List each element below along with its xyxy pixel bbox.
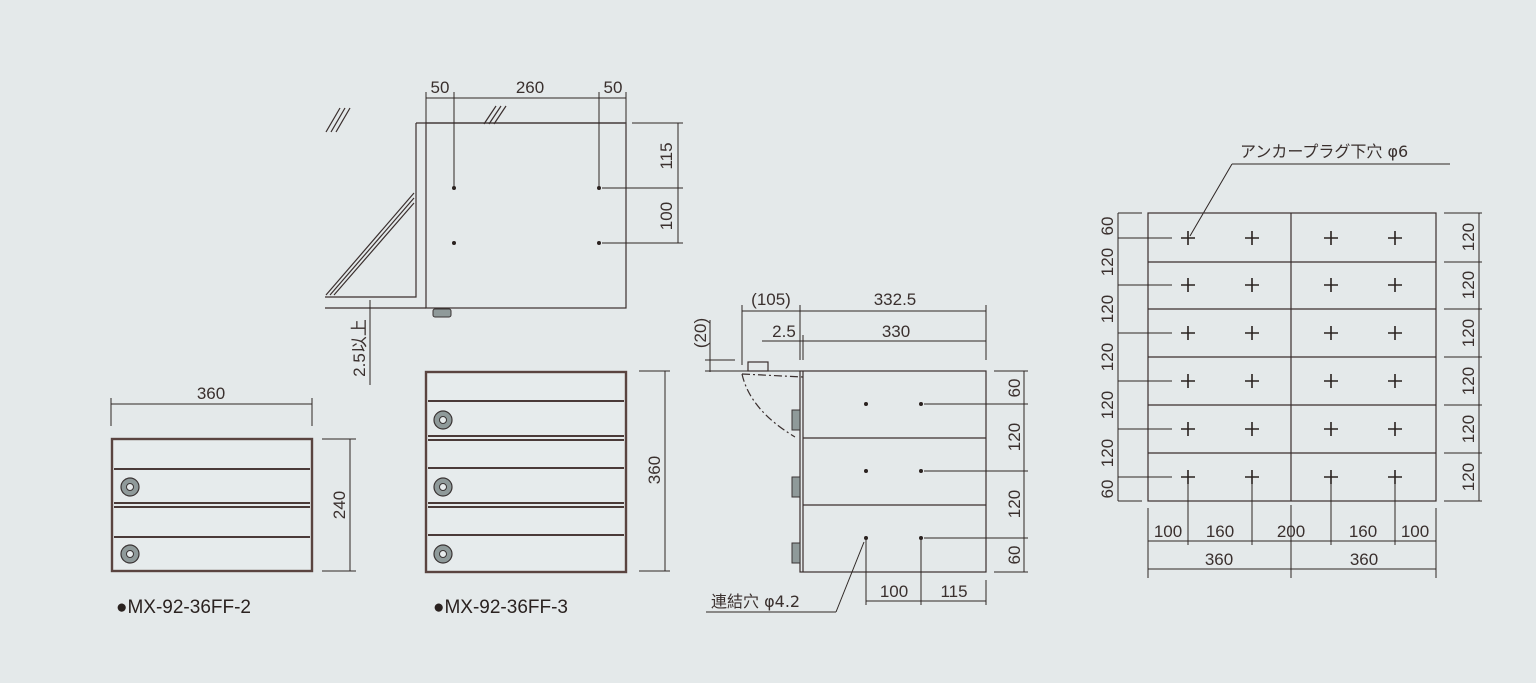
dim-right-60-top: 60 — [1005, 379, 1024, 398]
dim-right-120-a: 120 — [1005, 423, 1024, 451]
model-2-width: 360 — [197, 384, 225, 403]
dim-2-5: 2.5 — [772, 322, 796, 341]
dim-left-1: 120 — [1098, 248, 1117, 276]
model-3-front-view: 360 ●MX-92-36FF-3 — [424, 370, 670, 618]
lock-icon — [120, 544, 140, 564]
dim-bottom-160-left: 160 — [1206, 522, 1234, 541]
dim-right-5: 120 — [1459, 463, 1478, 491]
anchor-holes — [1181, 231, 1402, 484]
dim-right-120-b: 120 — [1005, 490, 1024, 518]
dim-105: (105) — [751, 290, 791, 309]
side-view: (105) 332.5 2.5 330 (20) — [691, 290, 1028, 613]
hinge-icon — [791, 409, 801, 431]
anchor-label: アンカープラグ下穴 φ6 — [1240, 142, 1408, 161]
wall-hatch-icon — [325, 105, 507, 133]
dim-bottom-360-right: 360 — [1350, 550, 1378, 569]
dim-bottom-200: 200 — [1277, 522, 1305, 541]
dim-left-3: 120 — [1098, 343, 1117, 371]
dim-right-3: 120 — [1459, 367, 1478, 395]
lock-icon — [433, 410, 453, 430]
dim-left-0: 60 — [1098, 217, 1117, 236]
model-2-height: 240 — [330, 491, 349, 519]
dim-right-4: 120 — [1459, 415, 1478, 443]
dim-332-5: 332.5 — [874, 290, 917, 309]
model-3-height: 360 — [645, 456, 664, 484]
dim-right-60-bottom: 60 — [1005, 546, 1024, 565]
dim-right-115: 115 — [657, 142, 676, 169]
dim-right-100: 100 — [657, 202, 676, 230]
hinge-icon — [791, 542, 801, 564]
dim-right-2: 120 — [1459, 319, 1478, 347]
anchor-layout-view: アンカープラグ下穴 φ6 60 120 120 — [1098, 142, 1482, 578]
dim-bottom-100: 100 — [880, 582, 908, 601]
connection-hole-label: 連結穴 φ4.2 — [711, 592, 800, 611]
hinge-icon — [791, 476, 801, 498]
model-2-label: ●MX-92-36FF-2 — [116, 597, 251, 618]
dim-20: (20) — [691, 318, 710, 348]
top-view: 50 260 50 115 100 2.5以上 — [325, 78, 683, 385]
dim-top-right: 50 — [604, 78, 623, 97]
dim-330: 330 — [882, 322, 910, 341]
dim-bottom-100-left: 100 — [1154, 522, 1182, 541]
dim-bottom-360-left: 360 — [1205, 550, 1233, 569]
dim-left-5: 120 — [1098, 439, 1117, 467]
dim-right-0: 120 — [1459, 223, 1478, 251]
dim-bottom-100-right: 100 — [1401, 522, 1429, 541]
connection-holes — [864, 402, 923, 540]
hinge-icon — [432, 308, 452, 318]
model-2-front-view: 360 240 ●MX-92-36FF-2 — [110, 384, 356, 618]
dim-bottom-160-right: 160 — [1349, 522, 1377, 541]
mounting-holes — [452, 186, 601, 245]
dim-left-6: 60 — [1098, 480, 1117, 499]
clearance-label: 2.5以上 — [350, 319, 369, 377]
model-3-label: ●MX-92-36FF-3 — [433, 597, 568, 618]
dim-top-left: 50 — [431, 78, 450, 97]
dim-right-1: 120 — [1459, 271, 1478, 299]
dim-bottom-115: 115 — [940, 582, 967, 601]
lock-icon — [433, 477, 453, 497]
dim-top-middle: 260 — [516, 78, 544, 97]
dim-left-2: 120 — [1098, 295, 1117, 323]
lock-icon — [120, 477, 140, 497]
lock-icon — [433, 544, 453, 564]
dim-left-4: 120 — [1098, 391, 1117, 419]
